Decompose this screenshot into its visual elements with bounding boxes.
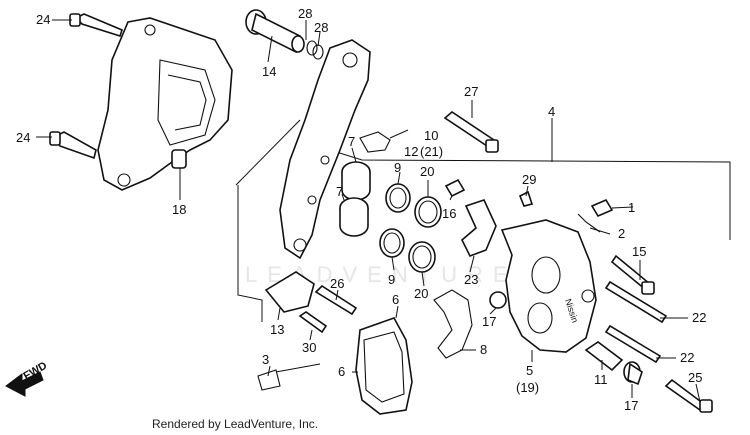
- callout-29: 29: [522, 172, 536, 187]
- callout-15: 15: [632, 244, 646, 259]
- callout-21: (21): [420, 144, 443, 159]
- pin-plate-13: [264, 271, 315, 313]
- pin-22-lower: [604, 324, 662, 364]
- callout-10: 10: [424, 128, 438, 143]
- bolt-24-lower: [49, 131, 97, 160]
- callout-8: 8: [480, 342, 487, 357]
- callout-22: 22: [692, 310, 706, 325]
- bleeder-cap-16: [444, 178, 466, 198]
- bolt-30: [298, 311, 328, 334]
- seal-9-lower: [379, 228, 405, 258]
- fwd-arrow: [5, 371, 44, 397]
- callout-11: 11: [594, 372, 608, 387]
- callout-23: 23: [464, 272, 478, 287]
- bolt-29: [518, 190, 534, 207]
- leader-lines: [36, 19, 701, 403]
- seal-9-upper: [385, 183, 411, 213]
- callout-13: 13: [270, 322, 284, 337]
- callout-28: 28: [314, 20, 328, 35]
- cap-2: [577, 213, 601, 233]
- callout-9: 9: [388, 272, 395, 287]
- clip-3: [257, 363, 321, 391]
- mounting-plate: [279, 39, 371, 260]
- callout-16: 16: [442, 206, 456, 221]
- callout-25: 25: [688, 370, 702, 385]
- bleeder-screw-1: [590, 198, 614, 218]
- callout-18: 18: [172, 202, 186, 217]
- callout-9: 9: [394, 160, 401, 175]
- callout-30: 30: [302, 340, 316, 355]
- callout-20: 20: [420, 164, 434, 179]
- callout-2: 2: [618, 226, 625, 241]
- seal-20-upper: [414, 196, 442, 228]
- callout-17: 17: [482, 314, 496, 329]
- callout-17: 17: [624, 398, 638, 413]
- clip-28: [306, 40, 324, 60]
- callout-3: 3: [262, 352, 269, 367]
- callout-6: 6: [392, 292, 399, 307]
- seal-20-lower: [408, 241, 436, 273]
- piston-7-lower: [339, 197, 369, 237]
- callout-labels: 24 24 14 28 28 18 27 4 7 7 12 10 (21) 9 …: [16, 6, 706, 413]
- pin-15: [610, 254, 655, 295]
- bolt-24-upper: [69, 13, 123, 37]
- callout-19: (19): [516, 380, 539, 395]
- callout-24: 24: [16, 130, 30, 145]
- caliper-body: Nissin: [500, 219, 597, 353]
- caliper-bracket: [97, 17, 233, 191]
- callout-28: 28: [298, 6, 312, 21]
- callout-24: 24: [36, 12, 50, 27]
- callout-7: 7: [348, 134, 355, 149]
- brake-pad-6: [355, 317, 413, 415]
- pad-retainer-8: [433, 289, 473, 359]
- pin-14: [245, 9, 305, 54]
- bolt-27: [443, 110, 499, 153]
- callout-7: 7: [336, 184, 343, 199]
- credit-text: Rendered by LeadVenture, Inc.: [152, 417, 318, 431]
- callout-1: 1: [628, 200, 635, 215]
- piston-7-upper: [341, 161, 371, 201]
- bolt-25: [664, 378, 713, 413]
- callout-14: 14: [262, 64, 276, 79]
- callout-4: 4: [548, 104, 555, 119]
- assembly-outline: [235, 119, 731, 322]
- callout-27: 27: [464, 84, 478, 99]
- pad-spring-23: [461, 199, 497, 258]
- boot-17-upper: [489, 291, 507, 309]
- callout-12: 12: [404, 144, 418, 159]
- boot-17-lower: [623, 361, 643, 386]
- boot-11: [584, 341, 624, 372]
- callout-6: 6: [338, 364, 345, 379]
- pin-22-upper: [604, 280, 668, 324]
- callout-22: 22: [680, 350, 694, 365]
- callout-20: 20: [414, 286, 428, 301]
- clip-12: [359, 131, 391, 153]
- callout-5: 5: [526, 363, 533, 378]
- callout-26: 26: [330, 276, 344, 291]
